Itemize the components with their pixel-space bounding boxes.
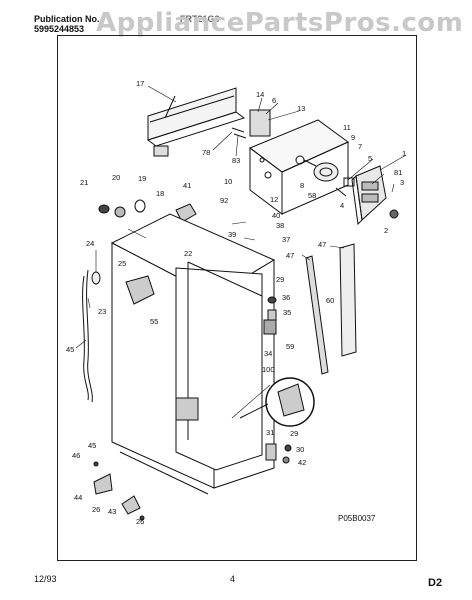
footer-page: 4 [230,574,236,584]
cabinet-body [110,213,276,495]
lower-hinge-part [265,443,292,464]
leveler-parts [93,461,145,521]
callout-12: 12 [270,195,278,204]
callout-2: 2 [384,226,388,235]
light-housing-part [351,165,399,226]
left-hinge-part [82,269,101,403]
callout-35: 35 [283,308,291,317]
callout-92: 92 [220,196,228,205]
publication-label: Publication No. [34,14,100,24]
callout-34: 34 [264,349,272,358]
callout-29: 29 [276,275,284,284]
callout-55: 55 [150,317,158,326]
callout-78: 78 [202,148,210,157]
detail-callout-circle [239,377,315,427]
callout-47a: 47 [286,251,294,260]
callout-5: 5 [368,154,372,163]
callout-25: 25 [118,259,126,268]
callout-21: 21 [80,178,88,187]
small-fasteners-part [98,199,146,218]
callout-3: 3 [400,178,404,187]
callout-29b: 29 [290,429,298,438]
thermostat-assembly-part [303,159,355,197]
callout-labels: 17 14 6 13 78 83 11 9 7 1 5 81 3 10 8 58… [66,79,406,526]
publication-number: 5995244853 [34,24,85,34]
callout-13: 13 [297,104,305,113]
callout-18: 18 [156,189,164,198]
callout-10: 10 [224,177,232,186]
callout-45b: 45 [88,441,96,450]
callout-45a: 45 [66,345,74,354]
callout-20: 20 [112,173,120,182]
callout-42: 42 [298,458,306,467]
callout-60: 60 [326,296,334,305]
callout-36: 36 [282,293,290,302]
callout-39: 39 [228,230,236,239]
callout-30: 30 [296,445,304,454]
callout-44: 44 [74,493,82,502]
callout-24: 24 [86,239,94,248]
callout-58: 58 [308,191,316,200]
top-panel-part [146,87,246,157]
callout-46: 46 [72,451,80,460]
callout-19: 19 [138,174,146,183]
callout-8: 8 [300,181,304,190]
callout-47b: 47 [318,240,326,249]
gasket-strips-part [305,243,357,375]
callout-9: 9 [351,133,355,142]
callout-41: 41 [183,181,191,190]
footer-section: D2 [428,577,443,589]
callout-37: 37 [282,235,290,244]
callout-100: 100 [262,365,275,374]
callout-23: 23 [98,307,106,316]
footer-date: 12/93 [34,574,57,584]
diagram-frame [57,35,417,561]
callout-4: 4 [340,201,344,210]
shelf-support-part [263,296,277,335]
callout-14: 14 [256,90,264,99]
watermark: AppliancePartsPros.com [96,8,464,38]
callout-59: 59 [286,342,294,351]
callout-43: 43 [108,507,116,516]
callout-81: 81 [394,168,402,177]
callout-11: 11 [343,123,351,132]
control-panel-part [248,119,349,215]
callout-83: 83 [232,156,240,165]
bracket-part [231,109,271,139]
callout-38: 38 [276,221,284,230]
callout-31: 31 [266,428,274,437]
callout-26a: 26 [92,505,100,514]
callout-1: 1 [402,149,406,158]
callout-26b: 26 [136,517,144,526]
diagram-code: P05B0037 [338,514,376,523]
leader-lines [75,85,407,419]
callout-17: 17 [136,79,144,88]
callout-22: 22 [184,249,192,258]
callout-6: 6 [272,96,276,105]
bracket-25-part [125,275,155,305]
model-number: FRT21G3 [180,14,220,24]
callout-40: 40 [272,211,280,220]
callout-7: 7 [358,142,362,151]
